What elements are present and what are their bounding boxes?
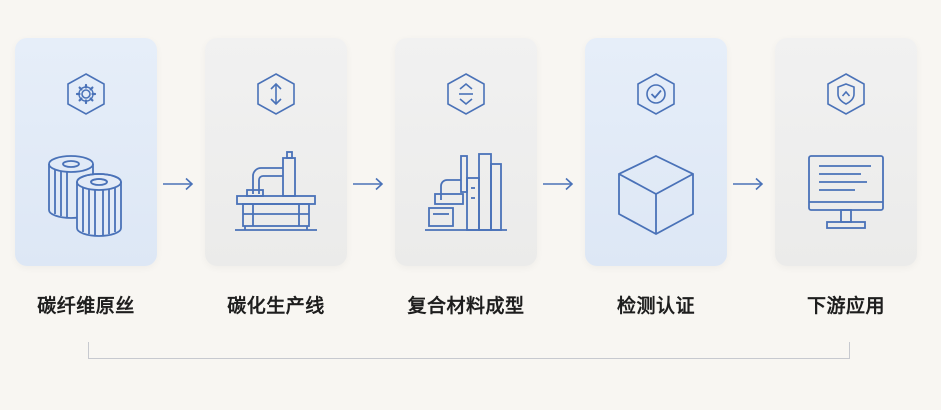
step-label-1: 碳纤维原丝: [37, 295, 135, 317]
step-label-2: 碳化生产线: [227, 295, 325, 317]
gear-icon: [67, 73, 105, 115]
step-card-4: [585, 38, 727, 266]
step-card-1: [15, 38, 157, 266]
arrow-right-icon: [543, 177, 574, 191]
step-card-3: [395, 38, 537, 266]
arrow-right-icon: [733, 177, 764, 191]
step-label-4: 检测认证: [616, 295, 695, 317]
arrow-right-icon: [163, 177, 194, 191]
step-card-5: [775, 38, 917, 266]
check-icon: [637, 73, 675, 115]
arrow-right-icon: [353, 177, 384, 191]
cube-icon: [618, 154, 694, 236]
vertical-arrows-icon: [257, 73, 295, 115]
step-label-5: 下游应用: [806, 295, 885, 317]
fiber-spools-icon: [48, 155, 122, 237]
step-label-3: 复合材料成型: [407, 295, 525, 317]
step-card-2: [205, 38, 347, 266]
flow-bracket: [88, 342, 850, 359]
factory-plant-icon: [425, 153, 507, 231]
expand-collapse-icon: [447, 73, 485, 115]
carbonization-machine-icon: [235, 151, 317, 231]
shield-icon: [827, 73, 865, 115]
monitor-icon: [808, 155, 884, 229]
